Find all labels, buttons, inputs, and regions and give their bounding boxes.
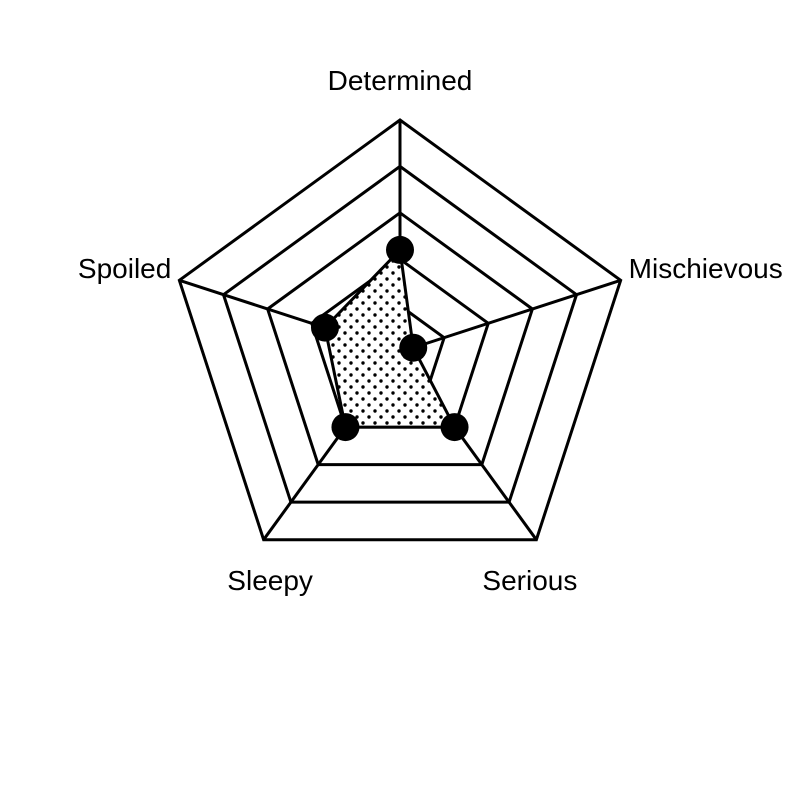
axis-label-serious: Serious <box>482 565 577 596</box>
axis-label-sleepy: Sleepy <box>227 565 313 596</box>
axis-label-spoiled: Spoiled <box>78 253 171 284</box>
axis-label-mischievous: Mischievous <box>629 253 783 284</box>
data-point-determined <box>386 235 414 264</box>
data-point-serious <box>440 413 469 442</box>
data-point-mischievous <box>399 333 428 362</box>
grid-ring-3 <box>265 210 535 467</box>
spoke-mischievous <box>399 278 622 354</box>
grid-ring-5 <box>177 118 623 542</box>
data-point-spoiled <box>310 313 339 342</box>
data-area <box>323 248 457 429</box>
data-polygon <box>323 248 457 429</box>
data-markers <box>310 235 469 442</box>
data-point-sleepy <box>331 413 360 442</box>
grid-ring-4 <box>221 164 579 504</box>
axis-label-determined: Determined <box>328 65 473 96</box>
